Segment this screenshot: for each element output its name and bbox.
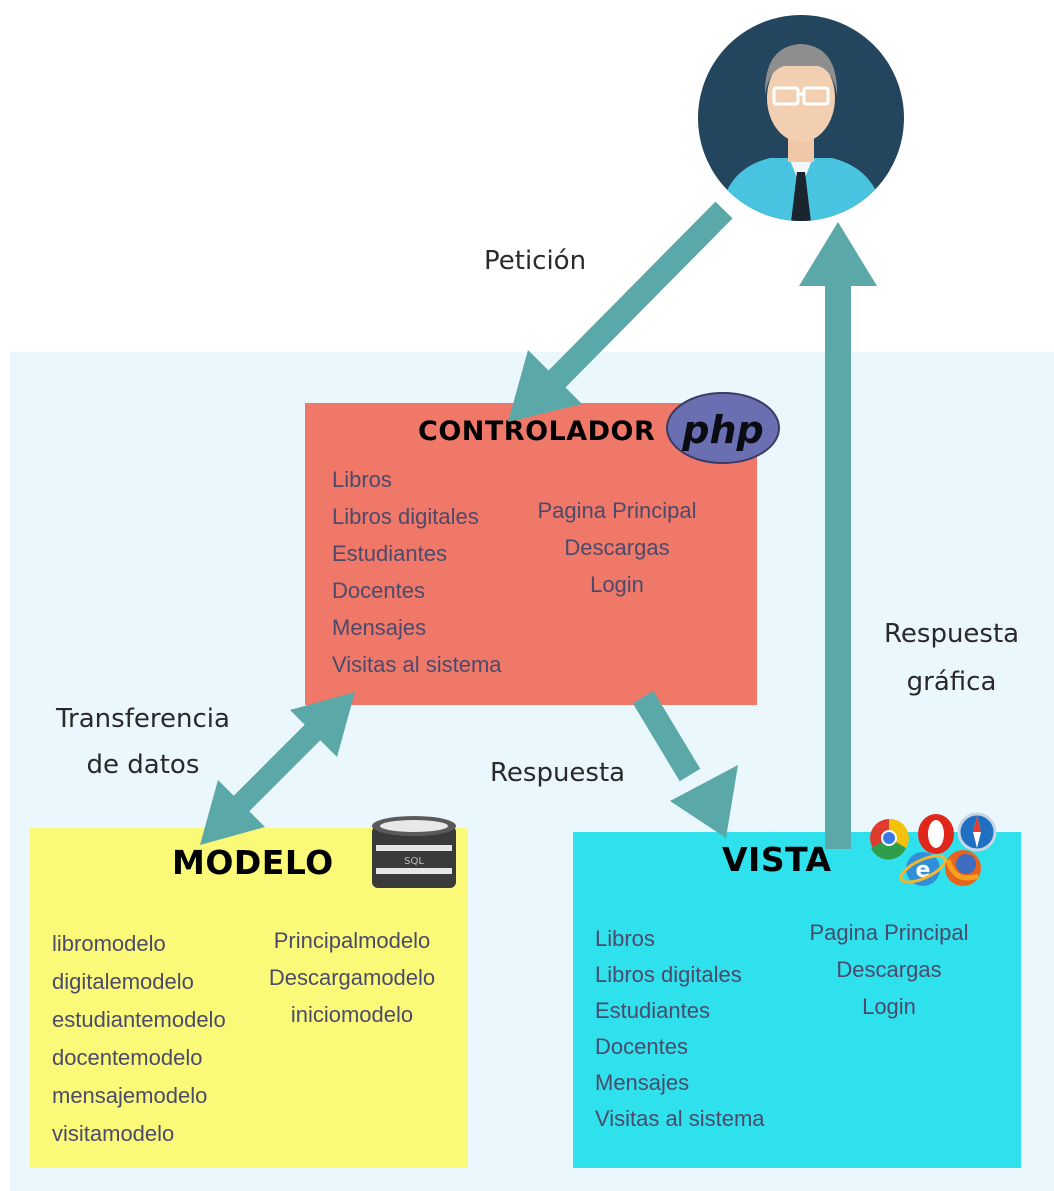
label-line: gráfica bbox=[906, 667, 997, 697]
safari-icon bbox=[957, 812, 997, 852]
list-item: Libros digitales bbox=[332, 504, 479, 529]
view-list-right: Pagina Principal Descargas Login bbox=[800, 914, 978, 1025]
list-item: visitamodelo bbox=[52, 1121, 175, 1146]
list-item: Login bbox=[590, 572, 644, 597]
list-item: Pagina Principal bbox=[537, 498, 697, 523]
arrow-respuesta-grafica bbox=[799, 222, 877, 849]
label-transferencia: Transferencia de datos bbox=[56, 696, 230, 788]
list-item: mensajemodelo bbox=[52, 1083, 208, 1108]
list-item: Visitas al sistema bbox=[595, 1106, 765, 1131]
label-respuesta-grafica: Respuesta gráfica bbox=[884, 610, 1019, 706]
opera-icon bbox=[918, 814, 954, 854]
list-item: digitalemodelo bbox=[52, 969, 194, 994]
list-item: Pagina Principal bbox=[809, 920, 969, 945]
label-line: Respuesta bbox=[884, 619, 1020, 649]
model-list-left: libromodelo digitalemodelo estudiantemod… bbox=[52, 925, 226, 1153]
list-item: libromodelo bbox=[52, 931, 166, 956]
label-line: Transferencia bbox=[56, 704, 230, 734]
controller-list-left: Libros Libros digitales Estudiantes Doce… bbox=[332, 461, 502, 683]
database-sql-icon: SQL bbox=[372, 816, 456, 888]
php-logo-icon: php bbox=[666, 392, 780, 464]
list-item: Mensajes bbox=[595, 1070, 690, 1095]
list-item: iniciomodelo bbox=[290, 1002, 414, 1027]
list-item: Descargamodelo bbox=[268, 965, 436, 990]
list-item: Estudiantes bbox=[595, 998, 710, 1023]
label-peticion: Petición bbox=[484, 246, 587, 276]
list-item: Descargas bbox=[564, 535, 670, 560]
label-respuesta: Respuesta bbox=[490, 758, 626, 788]
chrome-icon bbox=[870, 818, 909, 860]
controller-box bbox=[305, 403, 757, 705]
list-item: Mensajes bbox=[332, 615, 427, 640]
model-list-right: Principalmodelo Descargamodelo iniciomod… bbox=[258, 922, 446, 1033]
model-title: MODELO bbox=[172, 843, 334, 882]
arrow-respuesta bbox=[632, 690, 738, 838]
view-title: VISTA bbox=[722, 840, 832, 879]
list-item: Libros bbox=[332, 467, 392, 492]
list-item: estudiantemodelo bbox=[52, 1007, 226, 1032]
php-logo-text: php bbox=[681, 408, 763, 452]
list-item: Visitas al sistema bbox=[332, 652, 502, 677]
sql-label: SQL bbox=[404, 856, 424, 867]
user-avatar-icon bbox=[698, 15, 904, 221]
list-item: Libros bbox=[595, 926, 655, 951]
view-list-left: Libros Libros digitales Estudiantes Doce… bbox=[595, 921, 765, 1137]
list-item: Docentes bbox=[332, 578, 425, 603]
list-item: Principalmodelo bbox=[273, 928, 431, 953]
list-item: Estudiantes bbox=[332, 541, 447, 566]
arrow-peticion bbox=[508, 201, 733, 422]
controller-list-right: Pagina Principal Descargas Login bbox=[528, 492, 706, 603]
label-line: de datos bbox=[86, 750, 200, 780]
list-item: Login bbox=[862, 994, 916, 1019]
internet-explorer-icon: e bbox=[899, 852, 947, 886]
list-item: Docentes bbox=[595, 1034, 688, 1059]
list-item: Descargas bbox=[836, 957, 942, 982]
list-item: Libros digitales bbox=[595, 962, 742, 987]
arrow-transferencia bbox=[200, 692, 355, 845]
firefox-icon bbox=[945, 850, 981, 886]
controller-title: CONTROLADOR bbox=[418, 416, 656, 447]
list-item: docentemodelo bbox=[52, 1045, 203, 1070]
browser-icons: e bbox=[870, 812, 997, 886]
view-box bbox=[573, 832, 1021, 1168]
